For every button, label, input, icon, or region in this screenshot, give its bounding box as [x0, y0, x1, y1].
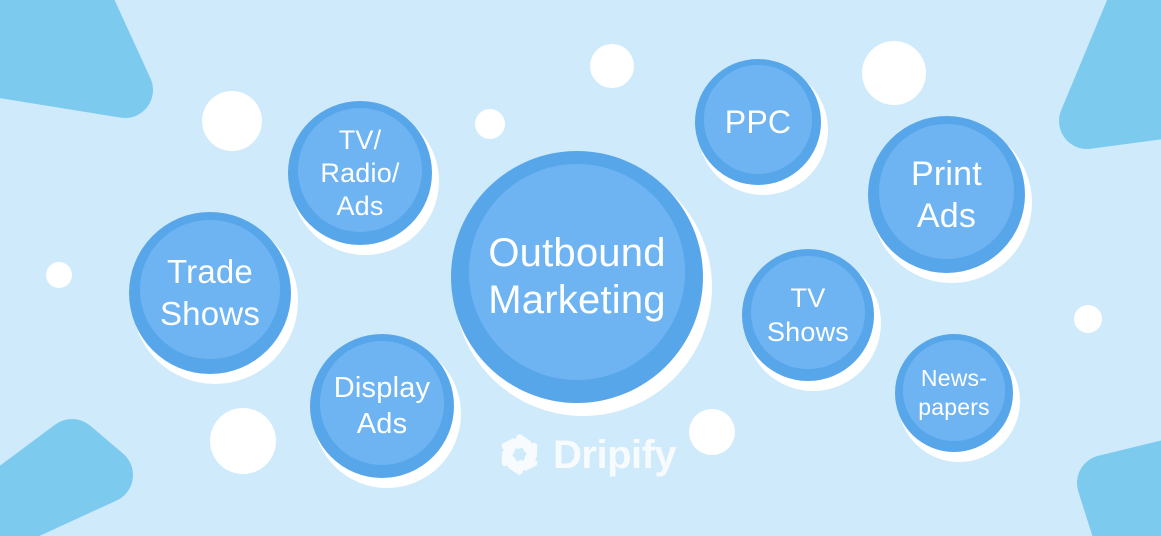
decor-dot [46, 262, 72, 288]
decor-dot [475, 109, 505, 139]
bubble-inner-circle [878, 123, 1014, 259]
bubble-label: News- papers [918, 365, 990, 420]
blob-bottom-left [0, 419, 133, 536]
bubble-inner-circle [140, 220, 280, 360]
bubble-ppc: PPC [695, 59, 821, 185]
bubble-newspapers: News- papers [895, 334, 1013, 452]
bubble-label: PPC [724, 103, 792, 140]
bubble-label: Display Ads [333, 372, 431, 440]
blob-top-left [0, 0, 153, 118]
bubble-inner-circle [298, 108, 422, 233]
bubble-print-ads: Print Ads [868, 116, 1025, 273]
blob-top-right [1059, 0, 1161, 149]
bubble-label: TV/ Radio/ Ads [320, 124, 400, 221]
bubble-outbound-marketing: Outbound Marketing [451, 151, 703, 403]
dripify-shutter-icon [501, 434, 538, 475]
bubble-tv-shows: TV Shows [742, 249, 874, 381]
bubble-inner-circle [468, 163, 686, 381]
bubble-inner-circle [320, 341, 444, 466]
bubble-inner-circle [751, 255, 865, 370]
bubble-display-ads: Display Ads [310, 334, 454, 478]
decor-dot [590, 44, 634, 88]
bubble-label: Print Ads [911, 154, 982, 235]
bubble-tv-radio-ads: TV/ Radio/ Ads [288, 101, 432, 245]
brand-name: Dripify [553, 432, 677, 477]
bubble-label: Outbound Marketing [488, 231, 666, 322]
bubble-inner-circle [703, 65, 813, 174]
decor-dot [862, 41, 926, 105]
dripify-logo: Dripify [497, 432, 677, 477]
decor-dot [210, 408, 276, 474]
decor-dot [689, 409, 735, 455]
bubble-label: TV Shows [766, 283, 850, 347]
bubble-trade-shows: Trade Shows [129, 212, 291, 374]
blob-bottom-right [1077, 440, 1161, 536]
decor-dot [1074, 305, 1102, 333]
bubble-label: Trade Shows [159, 253, 261, 332]
bubble-inner-circle [903, 339, 1005, 442]
decor-dot [202, 91, 262, 151]
